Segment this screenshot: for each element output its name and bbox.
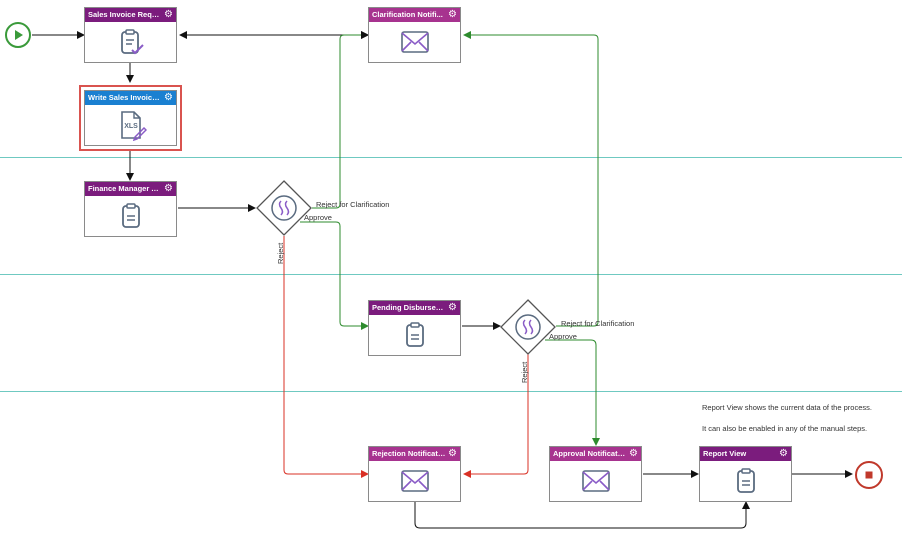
envelope-icon	[400, 470, 429, 492]
approval-gateway-2[interactable]	[499, 298, 557, 356]
xls-file-edit-icon: XLS	[120, 111, 147, 141]
task-rejection-notification[interactable]: Rejection Notificati... ⚙	[368, 446, 461, 502]
lane-divider-2	[0, 274, 902, 275]
gear-icon[interactable]: ⚙	[164, 9, 173, 20]
report-view-note-1: Report View shows the current data of th…	[702, 403, 872, 412]
approval-gateway-1[interactable]	[255, 179, 313, 237]
gw1-approve-label: Approve	[304, 213, 332, 222]
gw1-clarification-label: Reject for Clarification	[316, 200, 390, 209]
task-title: Clarification Notifi...	[372, 10, 443, 19]
task-approval-notification[interactable]: Approval Notification ⚙	[549, 446, 642, 502]
task-title: Approval Notification	[553, 449, 629, 458]
start-event[interactable]	[4, 21, 32, 49]
task-clarification-notification[interactable]: Clarification Notifi... ⚙	[368, 7, 461, 63]
task-sales-invoice-request[interactable]: Sales Invoice Request ⚙	[84, 7, 177, 63]
report-view-note-2: It can also be enabled in any of the man…	[702, 424, 868, 433]
clipboard-icon	[405, 322, 424, 347]
gear-icon[interactable]: ⚙	[779, 448, 788, 459]
flow-rejection-to-report	[414, 501, 750, 529]
flow-gw1-clarification	[312, 31, 369, 209]
gw2-reject-label: Reject	[520, 361, 529, 383]
clipboard-check-icon	[120, 29, 144, 55]
flow-gw1-approve	[300, 221, 369, 330]
approval-gateway-icon	[256, 180, 312, 236]
gear-icon[interactable]: ⚙	[448, 9, 457, 20]
clipboard-icon	[736, 468, 755, 493]
gear-icon[interactable]: ⚙	[164, 183, 173, 194]
gear-icon[interactable]: ⚙	[164, 92, 173, 103]
xls-label: XLS	[124, 123, 138, 130]
clipboard-icon	[121, 203, 140, 228]
envelope-icon	[581, 470, 610, 492]
task-report-view[interactable]: Report View ⚙	[699, 446, 792, 502]
task-title: Write Sales Invoice ...	[88, 93, 165, 102]
task-write-sales-invoice[interactable]: Write Sales Invoice ... ⚙ XLS	[84, 90, 177, 146]
gw1-reject-label: Reject	[276, 242, 285, 264]
play-icon	[5, 22, 31, 48]
approval-gateway-icon	[500, 299, 556, 355]
end-event[interactable]	[854, 460, 884, 490]
task-finance-manager-approval[interactable]: Finance Manager Appr... ⚙	[84, 181, 177, 237]
task-pending-disbursement[interactable]: Pending Disbursement ⚙	[368, 300, 461, 356]
task-title: Pending Disbursement	[372, 303, 454, 312]
flow-gw2-reject	[463, 354, 529, 478]
flow-gw1-reject	[283, 236, 369, 478]
gw2-approve-label: Approve	[549, 332, 577, 341]
task-title: Finance Manager Appr...	[88, 184, 175, 193]
flow-gw2-approve	[545, 339, 600, 446]
gear-icon[interactable]: ⚙	[629, 448, 638, 459]
lane-divider-1	[0, 157, 902, 158]
task-title: Rejection Notificati...	[372, 449, 447, 458]
gear-icon[interactable]: ⚙	[448, 448, 457, 459]
stop-icon	[855, 461, 883, 489]
flow-gw2-clarification	[463, 31, 599, 327]
task-title: Report View	[703, 449, 747, 458]
envelope-icon	[400, 31, 429, 53]
task-title: Sales Invoice Request	[88, 10, 168, 19]
lane-divider-3	[0, 391, 902, 392]
gear-icon[interactable]: ⚙	[448, 302, 457, 313]
gw2-clarification-label: Reject for Clarification	[561, 319, 635, 328]
